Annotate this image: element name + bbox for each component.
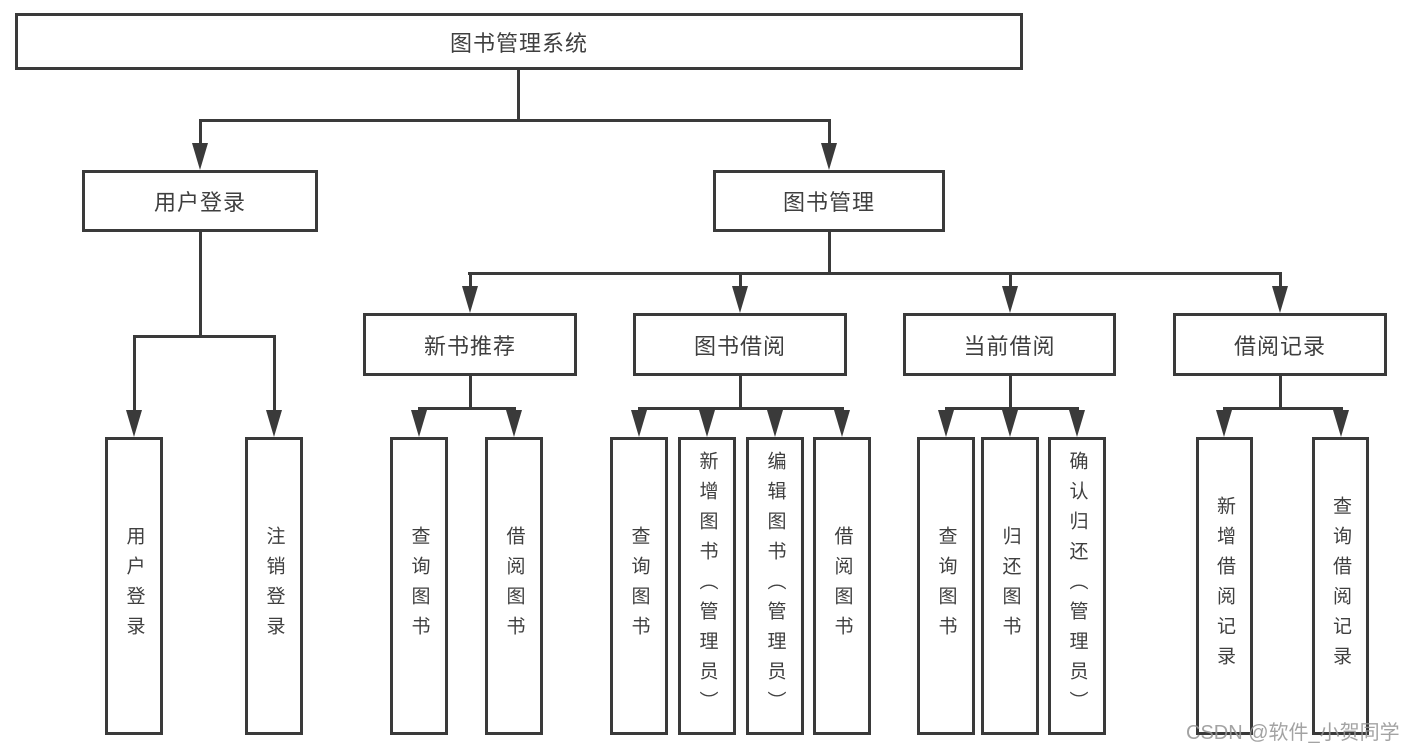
node-label: 借阅记录 xyxy=(1233,333,1326,359)
node-label: 查询图书 xyxy=(628,526,650,646)
connector-arrowhead xyxy=(1069,410,1085,437)
leaf-borrow-books-recommend: 借阅图书 xyxy=(485,437,543,735)
leaf-confirm-return-admin: 确认归还（管理员） xyxy=(1048,437,1106,735)
connector-line xyxy=(517,70,520,122)
node-current-borrowing: 当前借阅 xyxy=(903,313,1116,376)
connector-arrowhead xyxy=(938,410,954,437)
leaf-query-books-current: 查询图书 xyxy=(917,437,975,735)
connector-line xyxy=(469,376,472,410)
leaf-edit-book-admin: 编辑图书（管理员） xyxy=(746,437,804,735)
connector-line xyxy=(133,335,136,412)
node-label: 借阅图书 xyxy=(831,526,853,646)
connector-line xyxy=(199,119,202,145)
node-root-library-system: 图书管理系统 xyxy=(15,13,1023,70)
node-borrowing-records: 借阅记录 xyxy=(1173,313,1387,376)
connector-arrowhead xyxy=(767,410,783,437)
leaf-return-books: 归还图书 xyxy=(981,437,1039,735)
node-new-book-recommend: 新书推荐 xyxy=(363,313,577,376)
connector-arrowhead xyxy=(631,410,647,437)
node-label: 新书推荐 xyxy=(423,333,516,359)
connector-arrowhead xyxy=(1272,286,1288,313)
node-label: 查询借阅记录 xyxy=(1330,496,1351,676)
connector-line xyxy=(469,272,472,288)
connector-arrowhead xyxy=(1002,410,1018,437)
node-label: 当前借阅 xyxy=(963,333,1056,359)
connector-arrowhead xyxy=(821,143,837,170)
node-label: 借阅图书 xyxy=(503,526,525,646)
node-label: 图书管理系统 xyxy=(449,30,588,56)
connector-line xyxy=(199,232,202,338)
connector-arrowhead xyxy=(411,410,427,437)
node-label: 查询图书 xyxy=(408,526,430,646)
node-label: 注销登录 xyxy=(263,526,285,646)
connector-line xyxy=(945,407,1079,410)
connector-line xyxy=(468,272,1282,275)
connector-line xyxy=(418,407,516,410)
leaf-query-books-borrowing: 查询图书 xyxy=(610,437,668,735)
node-label: 确认归还（管理员） xyxy=(1066,451,1088,721)
leaf-query-books-recommend: 查询图书 xyxy=(390,437,448,735)
connector-line xyxy=(828,232,831,275)
leaf-user-login: 用户登录 xyxy=(105,437,163,735)
connector-arrowhead xyxy=(834,410,850,437)
leaf-logout: 注销登录 xyxy=(245,437,303,735)
leaf-add-borrow-record: 新增借阅记录 xyxy=(1196,437,1253,735)
connector-line xyxy=(199,119,831,122)
node-label: 编辑图书（管理员） xyxy=(764,451,786,721)
leaf-query-borrow-record: 查询借阅记录 xyxy=(1312,437,1369,735)
connector-line xyxy=(1009,376,1012,410)
node-label: 用户登录 xyxy=(153,190,246,215)
connector-line xyxy=(739,272,742,288)
connector-arrowhead xyxy=(266,410,282,437)
node-user-login: 用户登录 xyxy=(82,170,318,232)
connector-arrowhead xyxy=(699,410,715,437)
connector-arrowhead xyxy=(1333,410,1349,437)
connector-arrowhead xyxy=(192,143,208,170)
leaf-borrow-books-borrowing: 借阅图书 xyxy=(813,437,871,735)
connector-line xyxy=(828,119,831,145)
connector-arrowhead xyxy=(506,410,522,437)
node-book-borrowing: 图书借阅 xyxy=(633,313,847,376)
connector-line xyxy=(739,376,742,410)
node-label: 新增图书（管理员） xyxy=(696,451,718,721)
csdn-watermark: CSDN @软件_小贺同学 xyxy=(1186,722,1400,744)
connector-line xyxy=(273,335,276,412)
leaf-add-book-admin: 新增图书（管理员） xyxy=(678,437,736,735)
node-label: 查询图书 xyxy=(935,526,957,646)
connector-arrowhead xyxy=(126,410,142,437)
connector-line xyxy=(1279,376,1282,410)
connector-arrowhead xyxy=(732,286,748,313)
node-label: 图书借阅 xyxy=(693,333,786,359)
connector-line xyxy=(1279,272,1282,288)
connector-line xyxy=(1223,407,1343,410)
connector-arrowhead xyxy=(1216,410,1232,437)
node-book-management: 图书管理 xyxy=(713,170,945,232)
node-label: 新增借阅记录 xyxy=(1214,496,1235,676)
node-label: 图书管理 xyxy=(782,190,875,215)
connector-line xyxy=(133,335,276,338)
connector-line xyxy=(1009,272,1012,288)
connector-arrowhead xyxy=(1002,286,1018,313)
node-label: 用户登录 xyxy=(123,526,145,646)
node-label: 归还图书 xyxy=(999,526,1021,646)
connector-line xyxy=(638,407,844,410)
connector-arrowhead xyxy=(462,286,478,313)
